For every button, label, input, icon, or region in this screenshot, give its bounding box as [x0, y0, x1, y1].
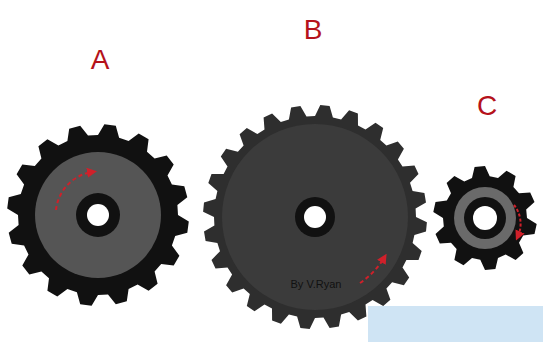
gear-c-ring: [454, 187, 516, 249]
gear-a: [7, 124, 189, 306]
gear-label: A: [91, 46, 110, 74]
gear-a-disc: [35, 152, 161, 278]
gear-c-hole: [473, 206, 497, 230]
gear-c: [433, 166, 536, 270]
watermark-panel: [368, 306, 543, 342]
gear-b: [203, 105, 427, 329]
gear-b-hub: [295, 197, 335, 237]
rotation-arrow: [360, 258, 384, 283]
gear-c-hub: [464, 197, 506, 239]
rotation-arrow: [514, 205, 521, 236]
gear-label: C: [477, 92, 497, 120]
author-credit: By V.Ryan: [291, 279, 342, 290]
gear-b-hole: [304, 206, 326, 228]
gear-label: B: [304, 16, 323, 44]
gear-a-hole: [87, 204, 109, 226]
gear-b-disc: [222, 124, 408, 310]
rotation-arrow: [56, 172, 92, 210]
gear-a-hub: [76, 193, 120, 237]
